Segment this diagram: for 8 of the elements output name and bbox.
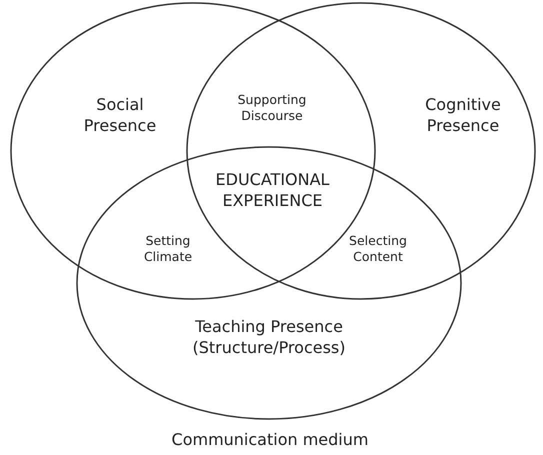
caption-text: Communication medium <box>170 429 370 450</box>
circle-title: Teaching Presence (Structure/Process) <box>192 316 346 358</box>
region-label: Setting Climate <box>142 233 194 266</box>
region-label: Supporting Discourse <box>236 92 308 124</box>
circle-title: Cognitive Presence <box>424 94 502 136</box>
circle-title: Social Presence <box>82 94 158 136</box>
region-label: EDUCATIONAL EXPERIENCE <box>214 170 330 212</box>
region-label: Selecting Content <box>348 233 408 266</box>
